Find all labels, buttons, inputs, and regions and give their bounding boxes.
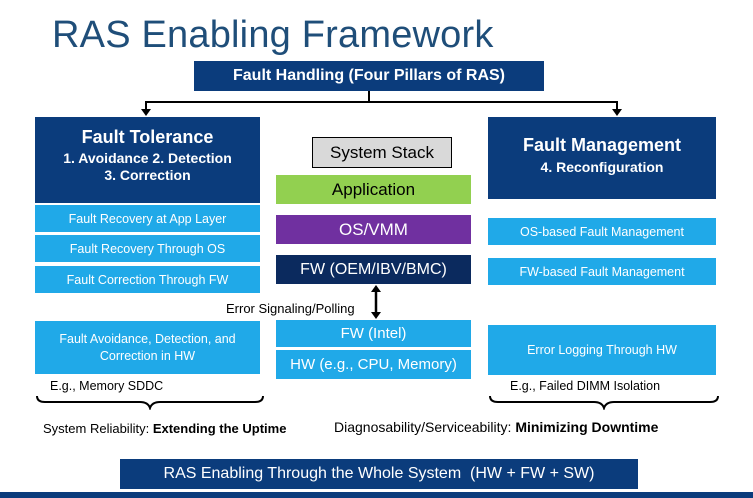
fault-tolerance-box: Fault Tolerance 1. Avoidance 2. Detectio…: [35, 117, 260, 203]
bottom-edge-bar: [0, 492, 753, 498]
right-hw-item-label: Error Logging Through HW: [527, 343, 677, 357]
four-pillars-label: Fault Handling (Four Pillars of RAS): [233, 67, 505, 84]
fault-tolerance-heading: Fault Tolerance: [81, 127, 214, 147]
stack-layer-application-label: Application: [331, 179, 416, 199]
system-stack-text: System Stack: [330, 142, 434, 162]
left-item-1: Fault Recovery at App Layer: [35, 205, 260, 232]
right-hw-item: Error Logging Through HW: [488, 325, 716, 375]
four-pillars-banner: Fault Handling (Four Pillars of RAS): [194, 61, 544, 91]
right-arrow: [612, 101, 622, 116]
stack-layer-os: OS/VMM: [276, 215, 471, 244]
left-caption: System Reliability: Extending the Uptime: [43, 421, 286, 436]
left-caption-prefix: System Reliability:: [43, 421, 153, 436]
fault-tolerance-line1: 1. Avoidance 2. Detection: [63, 150, 232, 166]
left-item-3: Fault Correction Through FW: [35, 266, 260, 293]
stack-layer-fw-oem: FW (OEM/IBV/BMC): [276, 255, 471, 284]
stack-layer-hw-label: HW (e.g., CPU, Memory): [290, 356, 457, 373]
left-item-3-label: Fault Correction Through FW: [66, 272, 229, 287]
left-caption-bold: Extending the Uptime: [152, 421, 287, 436]
system-stack-label: System Stack: [312, 137, 452, 168]
bottom-banner-label: RAS Enabling Through the Whole System (H…: [163, 465, 595, 482]
stack-layer-fw-intel: FW (Intel): [276, 320, 471, 347]
left-item-2-label: Fault Recovery Through OS: [69, 241, 226, 256]
right-example: E.g., Failed DIMM Isolation: [510, 379, 661, 393]
left-hw-item: Fault Avoidance, Detection, and Correcti…: [35, 321, 260, 374]
right-item-1: OS-based Fault Management: [488, 218, 716, 245]
bottom-banner: RAS Enabling Through the Whole System (H…: [120, 459, 638, 489]
stack-layer-hw: HW (e.g., CPU, Memory): [276, 350, 471, 379]
fault-tolerance-line2: 3. Correction: [104, 167, 191, 183]
left-item-1-label: Fault Recovery at App Layer: [68, 211, 227, 226]
right-brace: [489, 395, 719, 410]
right-caption-bold: Minimizing Downtime: [515, 419, 659, 435]
connector-horizontal: [145, 101, 617, 103]
fault-management-line1: 4. Reconfiguration: [540, 159, 664, 175]
fault-management-heading: Fault Management: [522, 135, 682, 155]
left-item-2: Fault Recovery Through OS: [35, 235, 260, 262]
stack-layer-fw-intel-label: FW (Intel): [340, 325, 407, 342]
right-caption-prefix: Diagnosability/Serviceability:: [334, 419, 516, 435]
left-hw-item-label: Fault Avoidance, Detection, and Correcti…: [59, 332, 236, 363]
left-arrow: [141, 101, 151, 116]
connector-vertical-top: [368, 91, 370, 102]
left-example: E.g., Memory SDDC: [50, 379, 164, 393]
right-item-2-label: FW-based Fault Management: [519, 264, 685, 279]
right-item-1-label: OS-based Fault Management: [520, 224, 684, 239]
left-brace: [36, 395, 264, 410]
page-title: RAS Enabling Framework: [52, 14, 494, 56]
stack-layer-application: Application: [276, 175, 471, 204]
fault-management-box: Fault Management 4. Reconfiguration: [488, 117, 716, 199]
stack-layer-fw-oem-label: FW (OEM/IBV/BMC): [300, 260, 447, 278]
stack-layer-os-label: OS/VMM: [339, 219, 408, 239]
right-item-2: FW-based Fault Management: [488, 258, 716, 285]
right-caption: Diagnosability/Serviceability: Minimizin…: [334, 419, 658, 435]
error-signal-arrow: [371, 285, 381, 319]
error-signaling-label: Error Signaling/Polling: [226, 301, 355, 316]
